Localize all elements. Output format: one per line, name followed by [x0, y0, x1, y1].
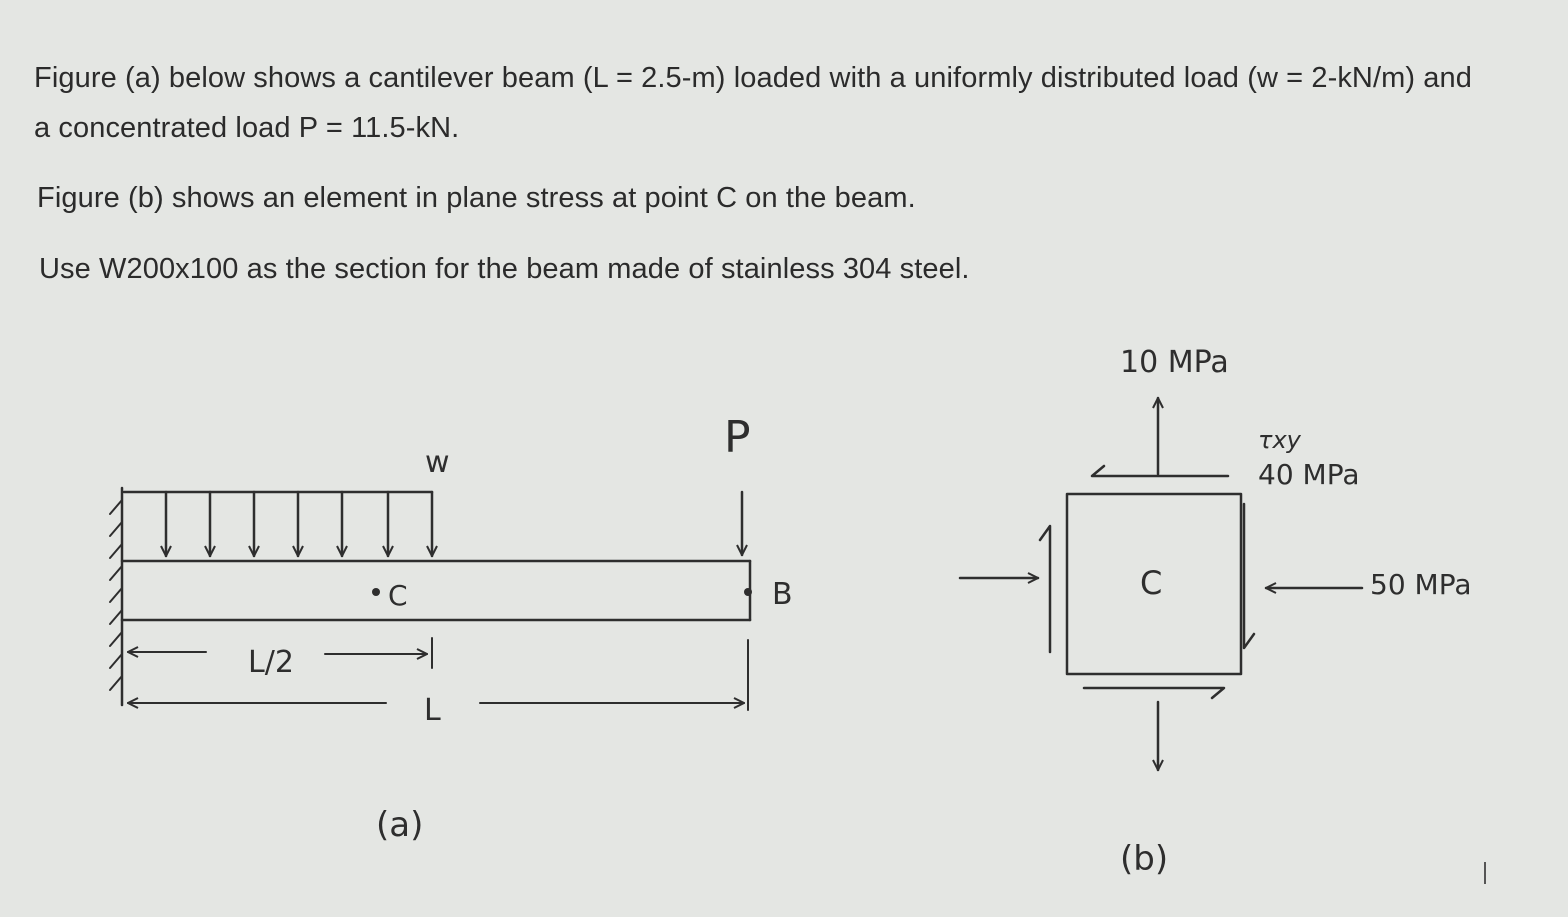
- figure-b: C 10 MPa τxy 40 MPa 50 MPa (b): [958, 345, 1471, 879]
- side-stress-label: 50 MPa: [1370, 568, 1471, 601]
- problem-paragraph-1: Figure (a) below shows a cantilever beam…: [34, 62, 1472, 144]
- fixed-support: [109, 486, 124, 707]
- problem-paragraph-3: Use W200x100 as the section for the beam…: [39, 253, 970, 285]
- distributed-load: [122, 490, 432, 558]
- point-b-label: B: [772, 577, 793, 612]
- top-shear-arrow: [1090, 464, 1230, 478]
- half-length-label: L/2: [248, 645, 294, 680]
- shear-stress-label: 40 MPa: [1258, 458, 1359, 491]
- cantilever-beam: [120, 559, 752, 622]
- length-dimension: [127, 639, 749, 711]
- left-shear-arrow: [1038, 524, 1052, 654]
- point-b-marker: [744, 588, 752, 596]
- element-center-label: C: [1140, 564, 1162, 602]
- top-stress-label: 10 MPa: [1120, 345, 1229, 380]
- length-label: L: [424, 693, 441, 728]
- load-p-label: P: [724, 412, 751, 463]
- point-c-marker: [372, 588, 380, 596]
- shear-symbol-label: τxy: [1258, 426, 1302, 454]
- load-w-label: w: [425, 445, 450, 480]
- problem-paragraph-2: Figure (b) shows an element in plane str…: [37, 182, 916, 214]
- stray-pen-mark: [1484, 862, 1486, 884]
- stress-element: [1065, 492, 1243, 676]
- point-c-label: C: [388, 579, 408, 612]
- right-shear-arrow: [1242, 502, 1256, 650]
- bottom-shear-arrow: [1082, 686, 1226, 700]
- figure-a-caption: (a): [376, 805, 423, 845]
- figure-b-caption: (b): [1120, 839, 1168, 879]
- half-length-dimension: [127, 637, 433, 669]
- figure-a: w P B C L/2 L (a): [109, 412, 793, 845]
